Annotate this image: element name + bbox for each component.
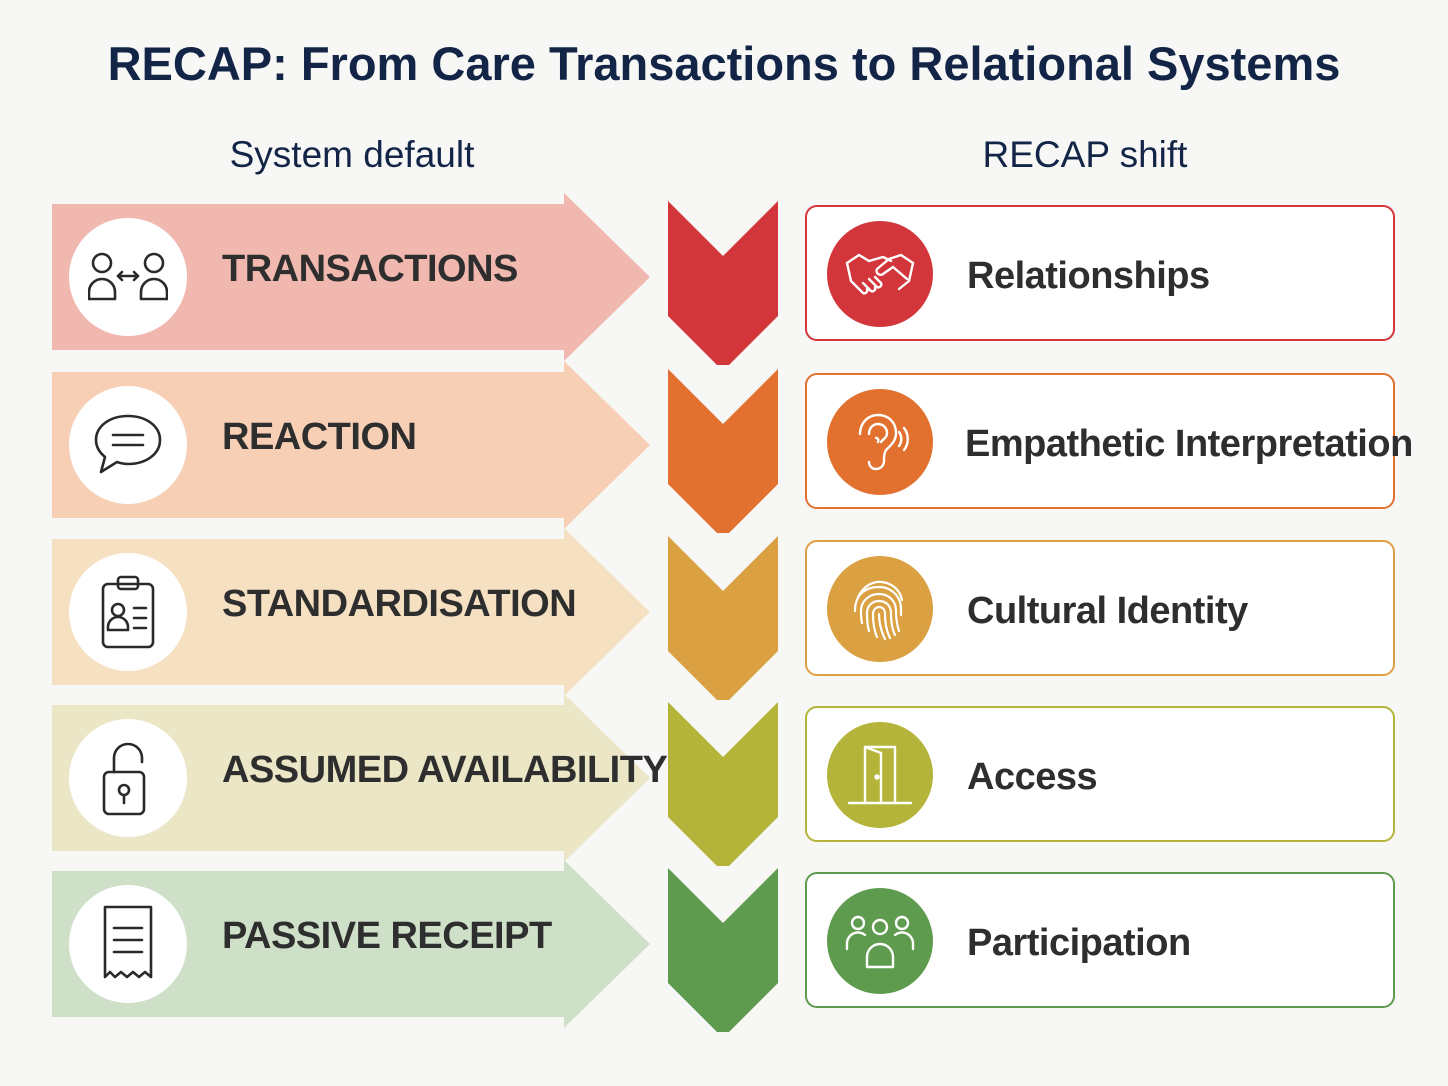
chevron-down-icon [668,702,778,866]
recap-shift-heading: RECAP shift [982,134,1188,175]
receipt-icon [69,885,187,1003]
open-door-icon [827,722,933,828]
recap-shift-card: Empathetic Interpretation [805,373,1413,509]
chevron-down-icon [668,536,778,700]
system-default-heading: System default [229,134,475,175]
recap-shift-label: Cultural Identity [967,590,1248,632]
recap-shift-card: Access [805,706,1395,842]
shift-row-assumed-availability: ASSUMED AVAILABILITY Access [0,694,1448,866]
chevron-down-icon [668,201,778,365]
recap-shift-card: Relationships [805,205,1395,341]
ear-icon [827,389,933,495]
fingerprint-icon [827,556,933,662]
system-default-label: PASSIVE RECEIPT [222,915,552,957]
shift-row-passive-receipt: PASSIVE RECEIPT Participation [0,860,1448,1032]
recap-shift-card: Cultural Identity [805,540,1395,676]
recap-shift-label: Relationships [967,255,1210,297]
speech-bubble-icon [69,386,187,504]
system-default-label: REACTION [222,416,417,458]
shift-row-reaction: REACTION Empathetic Interpretation [0,361,1448,533]
unlocked-padlock-icon [69,719,187,837]
chevron-down-icon [668,369,778,533]
recap-shift-label: Access [967,756,1098,798]
shift-row-standardisation: STANDARDISATION Cultural Identity [0,528,1448,700]
system-default-label: STANDARDISATION [222,583,577,625]
chevron-down-icon [668,868,778,1032]
shift-row-transactions: TRANSACTIONS Relationships [0,193,1448,365]
recap-shift-label: Participation [967,922,1191,964]
recap-shift-card: Participation [805,872,1395,1008]
group-icon [827,888,933,994]
system-default-label: TRANSACTIONS [222,248,518,290]
people-exchange-icon [69,218,187,336]
handshake-icon [827,221,933,327]
system-default-label: ASSUMED AVAILABILITY [222,749,668,791]
recap-shift-label: Empathetic Interpretation [965,423,1413,465]
clipboard-icon [69,553,187,671]
page-title: RECAP: From Care Transactions to Relatio… [107,37,1341,90]
